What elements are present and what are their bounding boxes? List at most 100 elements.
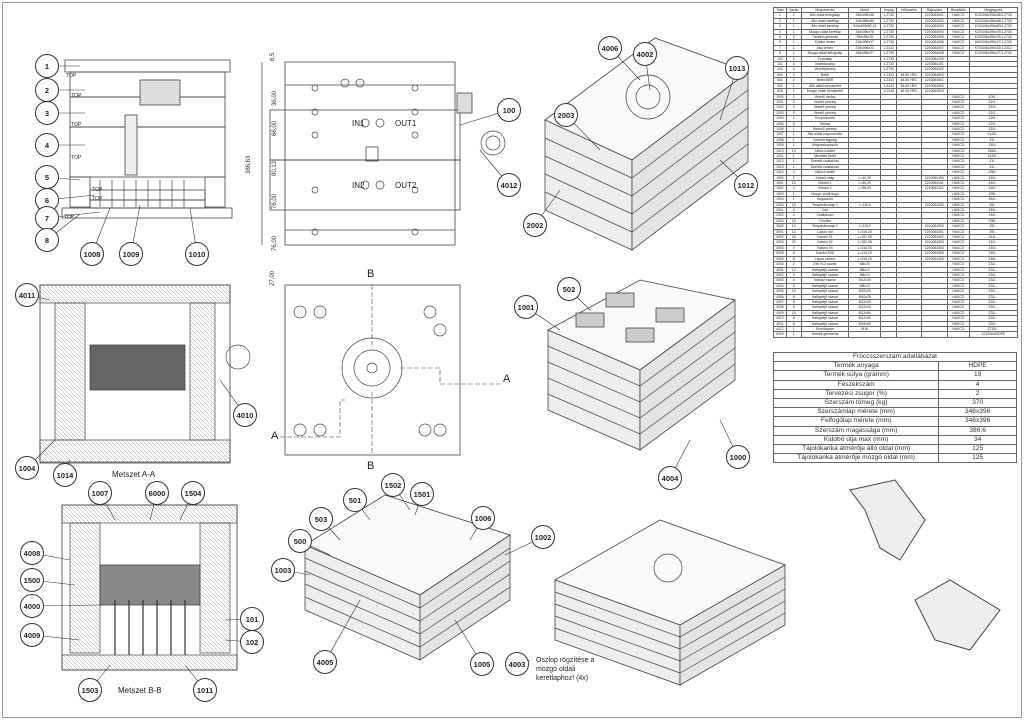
callout-balloon-1002: 1002: [531, 525, 555, 549]
iso-view-open-plate-line: [547, 345, 641, 387]
bom-cell: Z00/...: [968, 93, 1019, 100]
section-aa-top-hatch: [39, 284, 231, 304]
bom-cell: Z31/...: [968, 282, 1019, 290]
spec-value: 125: [938, 453, 1017, 464]
callout-balloon-1001: 1001: [514, 295, 538, 319]
iso-view-moving-half-plate-line: [304, 596, 421, 648]
section-letter-a: A: [503, 373, 511, 385]
iso-view-open-plate-line: [547, 377, 641, 419]
callout-balloon-6000: 6000: [145, 481, 169, 505]
bom-cell: 346x396x80,13: [848, 23, 882, 30]
iso-view-open-plate-line: [547, 361, 641, 403]
iso-view-fixed-half-right: [679, 564, 786, 686]
center-lock: [365, 146, 379, 162]
bom-cell: K100/...: [968, 131, 1019, 138]
bom-cell: Z51/...: [968, 196, 1019, 203]
port-mark: OUT1: [395, 119, 417, 128]
dimension-label: 66,00: [272, 120, 278, 136]
bom-cell: 1: [785, 88, 802, 95]
section-aa-left-hatch: [54, 302, 86, 441]
bom-cell: 2210064008: [920, 50, 949, 57]
bom-cell: 1: [785, 152, 802, 160]
bom-cell: 1.2312: [880, 44, 898, 52]
guide-bore: [423, 305, 437, 319]
bom-cell: 4: [785, 277, 802, 284]
dimension-label: 27,00: [270, 270, 276, 286]
bom-cell: 1.2343: [880, 82, 898, 90]
bom-cell: 1.2730: [880, 50, 898, 57]
bom-cell: [947, 331, 970, 338]
bom-cell: Z10/...: [968, 98, 1019, 106]
bom-cell: Z20/...: [968, 115, 1019, 122]
bom-cell: 2210064006: [920, 39, 949, 46]
mounting-hole: [411, 228, 419, 236]
bom-cell: 1: [785, 44, 802, 52]
plate-tag: TOP: [71, 93, 82, 99]
bom-cell: 10: [785, 288, 802, 295]
bom-cell: 2210064305: [920, 250, 949, 257]
bom-cell: 1: [785, 196, 802, 203]
spec-value: HDPE: [938, 361, 1017, 372]
iso-view-assembled-plate-line: [544, 191, 633, 233]
bom-cell: 1.2730: [880, 55, 898, 63]
bom-cell: K40/346x396x76/1.2730: [968, 33, 1019, 41]
iso-view-open-right: [639, 299, 736, 451]
guide-bore: [418, 423, 432, 437]
cavity-pocket: [655, 307, 685, 323]
bom-cell: 10: [785, 201, 802, 209]
bom-cell: 1.2730: [880, 66, 898, 73]
callout-balloon-1007: 1007: [88, 481, 112, 505]
mounting-hole: [411, 108, 419, 116]
iso-view-assembled-plate-line: [631, 125, 749, 215]
bom-cell: [880, 331, 898, 338]
spec-row: Tájolókarika átmérője álló oldal (mm)125: [772, 444, 1017, 455]
mounting-hole: [411, 186, 419, 194]
spec-row: Tervezési zsugor (%)2: [772, 388, 1017, 400]
product-part-2: [914, 579, 1001, 651]
iso-view-moving-half-plate-line: [419, 560, 511, 622]
spec-row: Szerszám magassága (mm)386,6: [772, 425, 1017, 436]
mounting-hole: [311, 108, 319, 116]
bom-cell: 8: [785, 250, 802, 257]
bom-cell: 1.2730: [880, 23, 898, 30]
bom-cell: 2210064500: [920, 71, 949, 79]
spec-value: 370: [938, 398, 1017, 409]
bom-cell: 2210064301: [920, 228, 949, 236]
callout-balloon-1014: 1014: [53, 463, 77, 487]
bom-cell: 1: [785, 39, 802, 46]
section-aa-lifting-eye: [225, 344, 251, 370]
bom-cell: Álló oldali központosító: [800, 131, 850, 138]
iso-view-fixed-half-plate-line: [679, 576, 786, 638]
bom-cell: 4: [785, 109, 802, 117]
cooling-port: [375, 180, 385, 190]
iso-view-assembled-plate-line: [631, 89, 749, 179]
section-letter-a: A: [271, 430, 279, 442]
spec-row: Tájolókarika átmérője mozgó oldal (mm)12…: [772, 453, 1017, 464]
guide-bore: [293, 305, 307, 319]
bom-cell: 2210064100: [920, 55, 949, 63]
mounting-hole: [411, 84, 419, 92]
iso-view-moving-half-plate-line: [304, 570, 421, 622]
spec-row: Kidobó útja max (mm)34: [772, 434, 1017, 446]
bom-cell: K10/346x396x36/1.2730: [968, 12, 1019, 19]
callout-balloon-4006: 4006: [598, 36, 622, 60]
bom-cell: 2210064001: [920, 12, 949, 19]
spec-label: Szerszám tömeg (kg): [772, 398, 940, 409]
iso-view-open-plate-line: [547, 393, 641, 435]
bom-cell: 8: [785, 282, 802, 290]
bom-cell: 1: [785, 125, 802, 133]
lifting-eye: [480, 130, 506, 156]
callout-balloon-2003: 2003: [554, 103, 578, 127]
mounting-hole: [311, 84, 319, 92]
bom-cell: 2: [785, 77, 802, 84]
